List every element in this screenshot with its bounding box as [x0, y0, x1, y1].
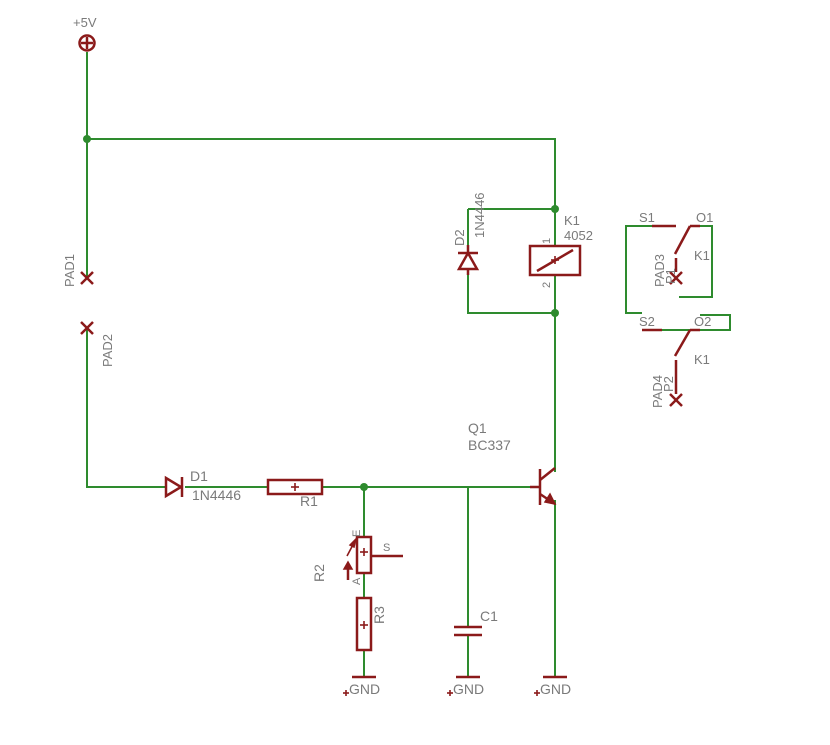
k1-relay-coil-symbol — [528, 244, 582, 277]
junction-dot — [83, 135, 91, 143]
contact-o1-label: O1 — [696, 210, 713, 225]
wire-o1-p1 — [679, 225, 713, 298]
pad1-label: PAD1 — [62, 254, 77, 287]
pad3-label: PAD3 — [652, 254, 667, 287]
contact-k1b-label: K1 — [694, 352, 710, 367]
contact-s1-label: S1 — [639, 210, 655, 225]
p1-label: P1 — [663, 268, 678, 284]
r2-pin-s-label: S — [383, 542, 390, 554]
k1-pin1-label: 1 — [541, 238, 553, 244]
r3-name-label: R3 — [371, 606, 387, 624]
junction-dot — [551, 309, 559, 317]
wire-vcc-relay — [87, 138, 556, 209]
r2-wiper-arrow-icon — [342, 560, 354, 580]
junction-dot — [551, 205, 559, 213]
d1-name-label: D1 — [190, 468, 208, 484]
gnd1-ground-icon — [343, 675, 376, 696]
gnd2-ground-icon — [447, 675, 480, 696]
c1-capacitor-symbol — [454, 625, 482, 637]
wires — [86, 52, 731, 676]
d2-diode-symbol — [456, 245, 480, 275]
k1-contact2-switch-symbol — [642, 328, 700, 407]
d1-diode-symbol — [164, 475, 184, 499]
wire-s1-s2 — [625, 225, 652, 314]
r2-pin-e-label: E — [351, 530, 363, 537]
pad2-label: PAD2 — [100, 334, 115, 367]
pad2-x-icon — [80, 321, 94, 335]
wire-pad2-d1 — [86, 328, 165, 488]
r2-pin-a-label: A — [351, 577, 363, 585]
d2-name-label: D2 — [452, 229, 467, 246]
junction-dot — [360, 483, 368, 491]
wire-o2-loop — [642, 314, 731, 331]
contact-k1a-label: K1 — [694, 248, 710, 263]
pad4-label: PAD4 — [650, 375, 665, 408]
d1-value-label: 1N4446 — [192, 487, 241, 503]
k1-contact1-switch-symbol — [652, 224, 700, 285]
vcc-label: +5V — [73, 15, 97, 30]
d2-value-label: 1N4446 — [472, 192, 487, 238]
gnd3-ground-icon — [534, 675, 567, 696]
wire-d2-anode — [467, 275, 555, 314]
r3-resistor-symbol — [355, 596, 373, 652]
contact-s2-label: S2 — [639, 314, 655, 329]
r1-name-label: R1 — [300, 493, 318, 509]
gnd2-label: GND — [453, 681, 484, 697]
r2-trimmer-symbol — [346, 535, 403, 575]
k1-pin2-label: 2 — [541, 282, 553, 288]
gnd3-label: GND — [540, 681, 571, 697]
k1-name-label: K1 — [564, 213, 580, 228]
gnd1-label: GND — [349, 681, 380, 697]
k1-value-label: 4052 — [564, 228, 593, 243]
p2-label: P2 — [661, 376, 676, 392]
vcc-supply-symbol — [78, 34, 96, 52]
q1-npn-transistor-symbol — [530, 467, 557, 506]
contact-o2-label: O2 — [694, 314, 711, 329]
q1-value-label: BC337 — [468, 437, 511, 453]
r2-name-label: R2 — [311, 564, 327, 582]
c1-name-label: C1 — [480, 608, 498, 624]
r1-resistor-symbol — [266, 478, 324, 496]
q1-name-label: Q1 — [468, 420, 487, 436]
pad1-x-icon — [80, 271, 94, 285]
